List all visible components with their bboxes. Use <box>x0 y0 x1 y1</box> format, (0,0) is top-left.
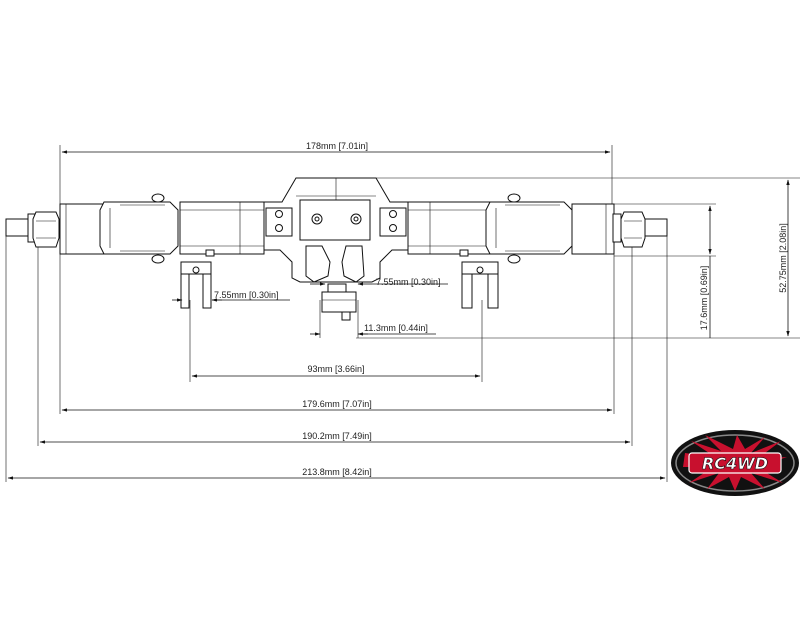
right-hub <box>571 203 615 255</box>
right-axle-tube <box>407 201 491 255</box>
left-knuckle-housing <box>99 201 179 255</box>
right-tube-tab <box>459 249 469 257</box>
dim-pivot-left: 7.55mm [0.30in] <box>214 290 279 300</box>
dim-center-offset: 11.3mm [0.44in] <box>364 323 428 333</box>
dim-hex-width: 190.2mm [7.49in] <box>302 431 372 441</box>
diff-bolt <box>275 224 283 232</box>
logo-text: RC4WD <box>702 454 768 473</box>
left-bottom-bolt <box>151 254 165 264</box>
right-axle-shaft <box>644 218 668 237</box>
dim-height-overall: 52.75mm [2.08in] <box>778 223 788 293</box>
diff-right-lower-link <box>341 245 365 283</box>
right-bottom-bolt <box>507 254 521 264</box>
right-link-mount <box>461 261 499 309</box>
left-hub <box>59 203 105 255</box>
right-washer <box>612 213 622 243</box>
dim-total-width: 213.8mm [8.42in] <box>302 467 372 477</box>
dim-link-spacing: 93mm [3.66in] <box>307 364 364 374</box>
left-top-bolt <box>151 193 165 203</box>
center-pin <box>341 311 351 321</box>
dim-pivot-center: 7.55mm [0.30in] <box>376 277 441 287</box>
right-knuckle-housing <box>485 201 573 255</box>
diff-left-lower-link <box>305 245 331 283</box>
axle-assembly <box>5 177 668 321</box>
diff-bolt <box>389 210 397 218</box>
diff-bolt <box>389 224 397 232</box>
right-top-bolt <box>507 193 521 203</box>
dim-overall-top: 178mm [7.01in] <box>306 141 368 151</box>
left-hex-nut <box>32 211 60 248</box>
dim-housing-width: 179.6mm [7.07in] <box>302 399 372 409</box>
left-axle-shaft <box>5 218 31 237</box>
diff-bolt <box>275 210 283 218</box>
center-mount-block <box>321 291 357 313</box>
rc4wd-logo: RC4WD <box>671 430 799 496</box>
left-tube-tab <box>205 249 215 257</box>
right-hex-nut <box>620 211 646 248</box>
dim-height-mount: 17.6mm [0.69in] <box>699 266 709 331</box>
left-link-mount <box>180 261 212 309</box>
dimension-lines: 178mm [7.01in] 7.55mm [0.30in] 7.55mm [0… <box>5 141 800 482</box>
